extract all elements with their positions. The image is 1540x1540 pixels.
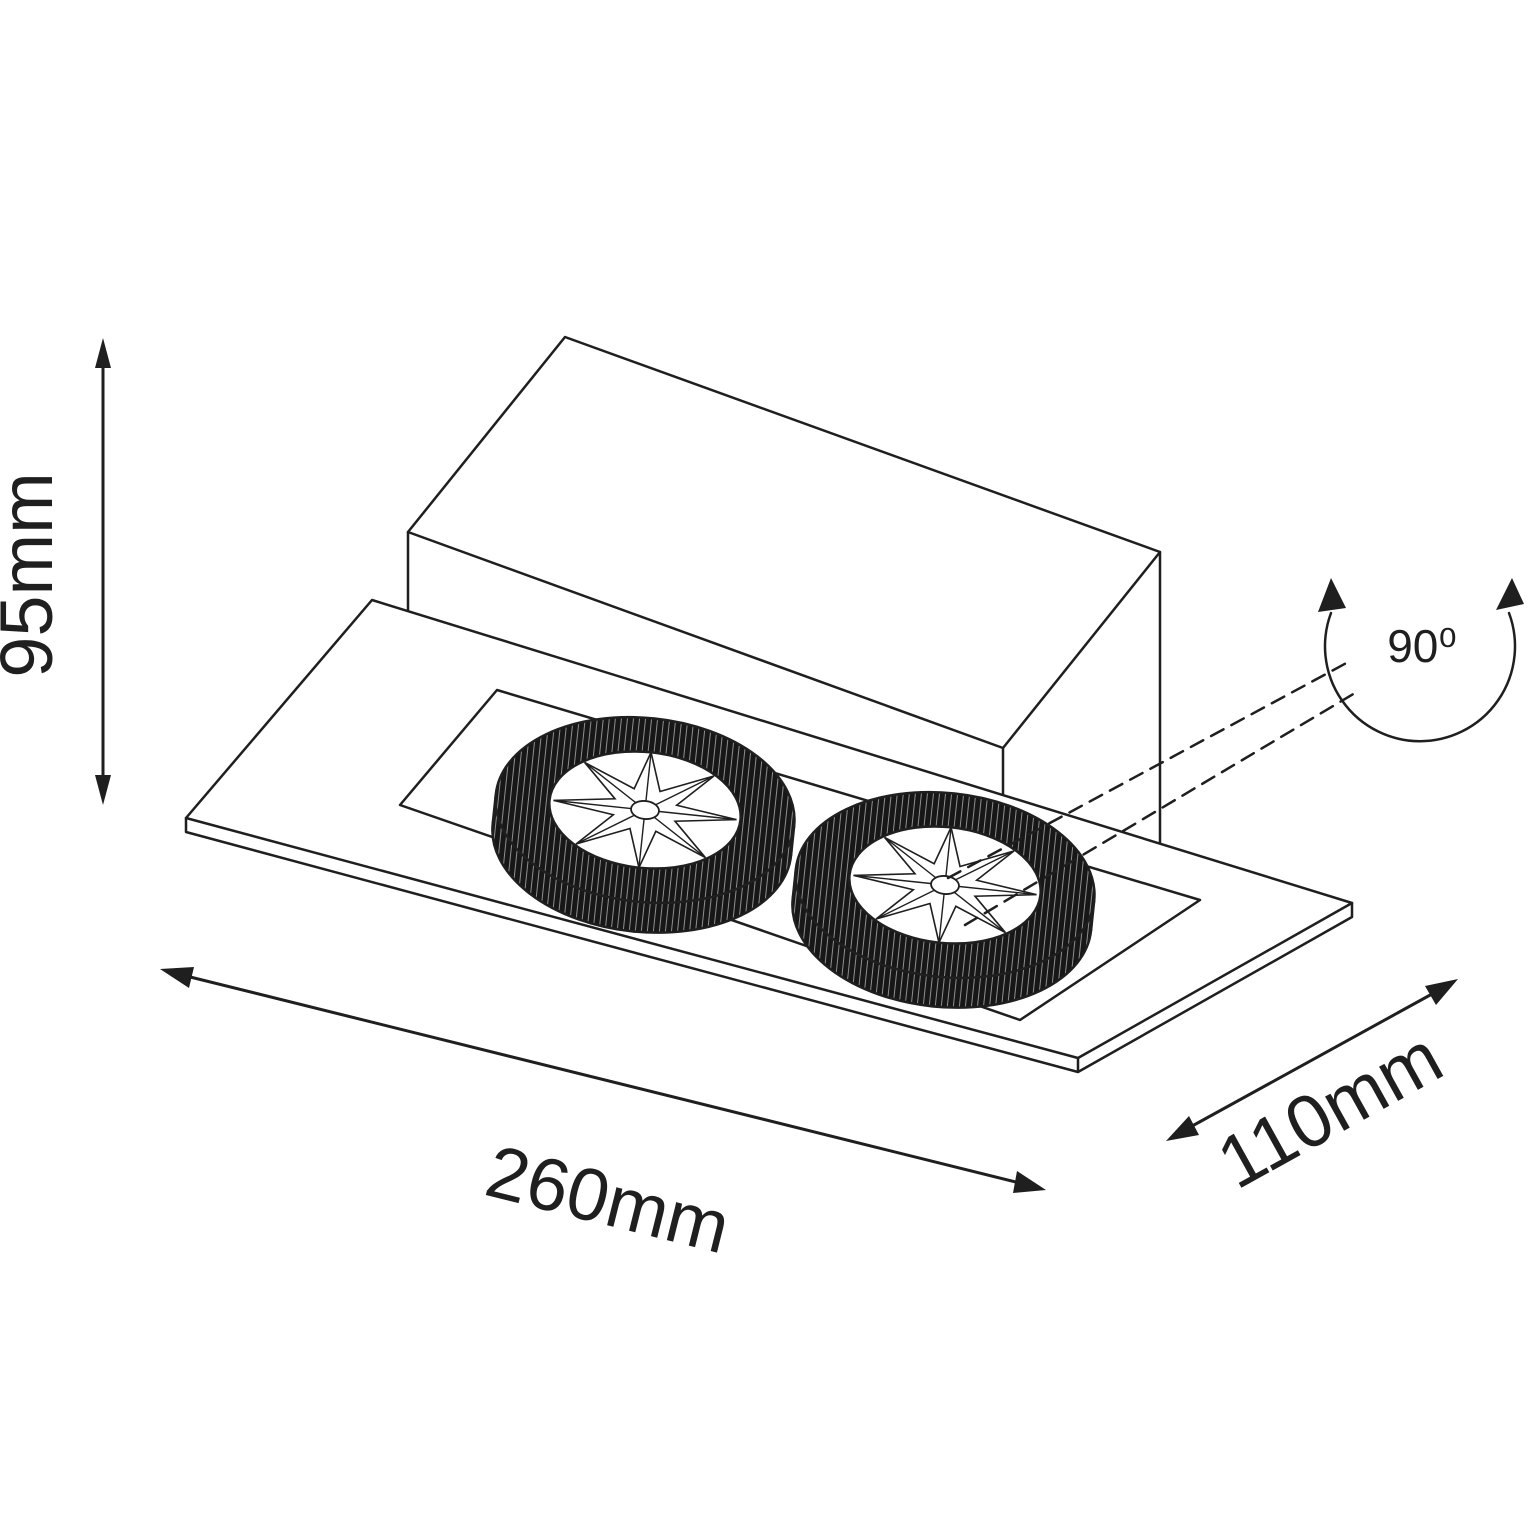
length-dimension-line <box>169 970 1037 1189</box>
housing-box-right-edge <box>1001 550 1162 750</box>
tilt-axis-lines <box>946 658 1362 927</box>
rotation-arc <box>1323 611 1517 743</box>
rotation-arrowhead-right <box>1496 578 1524 610</box>
tilt-axis-line-lower <box>963 688 1362 927</box>
housing-box-outline <box>406 335 1162 845</box>
height-dimension: 95mm <box>0 338 111 805</box>
length-arrowhead-right <box>1013 1171 1046 1193</box>
height-arrowhead-bottom <box>95 775 111 805</box>
depth-arrowhead-right <box>1425 979 1458 1005</box>
rotation-angle-label: 90⁰ <box>1387 620 1457 672</box>
tilt-axis-line-upper <box>946 658 1354 880</box>
depth-dimension: 110mm <box>1166 979 1458 1204</box>
rotation-arrowhead-left <box>1318 578 1346 612</box>
length-dimension-label: 260mm <box>478 1129 738 1269</box>
trim-plate-thickness <box>184 816 1354 1074</box>
depth-arrowhead-left <box>1166 1116 1199 1141</box>
height-dimension-label: 95mm <box>0 472 68 678</box>
housing-box <box>406 335 1162 845</box>
rotation-angle-annotation: 90⁰ <box>1318 578 1524 743</box>
length-arrowhead-left <box>160 967 194 988</box>
height-arrowhead-top <box>95 338 111 368</box>
depth-dimension-label: 110mm <box>1204 1015 1455 1205</box>
depth-dimension-line <box>1173 981 1453 1138</box>
